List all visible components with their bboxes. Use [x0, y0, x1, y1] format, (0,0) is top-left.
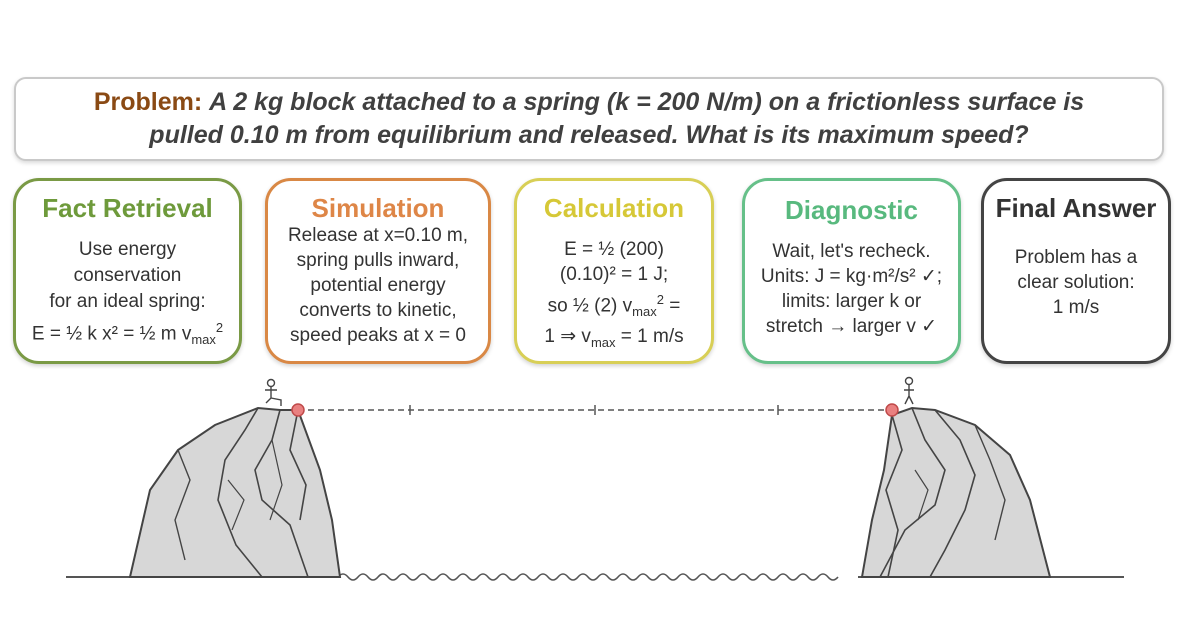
- left-endpoint-marker: [291, 403, 305, 417]
- fact-retrieval-title: Fact Retrieval: [42, 193, 213, 223]
- cliff-bridge-illustration: [66, 376, 1124, 581]
- fact-line: conservation: [73, 265, 182, 286]
- person-balancing-icon: [265, 378, 282, 406]
- final-line: clear solution:: [1017, 272, 1135, 293]
- person-standing-icon: [904, 376, 914, 405]
- diag-line: Units: J = kg·m²/s² ✓;: [760, 266, 943, 287]
- diagnostic-body: Wait, let's recheck. Units: J = kg·m²/s²…: [761, 239, 942, 339]
- sim-line: spring pulls inward,: [296, 250, 460, 271]
- fact-line: Use energy: [78, 239, 177, 260]
- fact-formula-sup: 2: [215, 320, 224, 335]
- sim-line: converts to kinetic,: [299, 300, 457, 321]
- problem-text: A 2 kg block attached to a spring (k = 2…: [149, 88, 1085, 149]
- diagnostic-card: Diagnostic Wait, let's recheck. Units: J…: [742, 178, 961, 364]
- diagnostic-title: Diagnostic: [785, 195, 918, 225]
- fact-formula-sub: max: [191, 332, 216, 348]
- diag-line: stretch → larger v ✓: [765, 316, 938, 337]
- final-answer-title: Final Answer: [995, 193, 1157, 223]
- final-answer-card: Final Answer Problem has a clear solutio…: [981, 178, 1171, 364]
- calc-text: 1 ⇒ v: [544, 326, 591, 348]
- fact-formula: E = ½ k x² = ½ m vmax2: [32, 315, 223, 353]
- calc-sub: max: [632, 304, 657, 320]
- left-cliff: [128, 406, 342, 578]
- problem-label: Problem:: [93, 88, 203, 116]
- problem-statement-box: Problem: A 2 kg block attached to a spri…: [14, 77, 1164, 161]
- sim-line: speed peaks at x = 0: [290, 325, 466, 346]
- fact-formula-text: E = ½ k x² = ½ m v: [31, 323, 192, 345]
- calc-text: =: [663, 295, 681, 317]
- right-cliff: [860, 406, 1052, 578]
- calc-line: E = ½ (200): [564, 239, 664, 260]
- calc-text: = 1 m/s: [615, 326, 684, 348]
- sim-line: potential energy: [310, 275, 446, 296]
- fact-retrieval-card: Fact Retrieval Use energy conservation f…: [13, 178, 242, 364]
- simulation-card: Simulation Release at x=0.10 m, spring p…: [265, 178, 491, 364]
- calc-text: so ½ (2) v: [547, 295, 633, 317]
- diag-line: limits: larger k or: [781, 291, 922, 312]
- calculation-body: E = ½ (200) (0.10)² = 1 J; so ½ (2) vmax…: [544, 237, 683, 355]
- calculation-title: Calculation: [543, 193, 685, 223]
- diag-line: Wait, let's recheck.: [772, 241, 931, 262]
- calc-line: 1 ⇒ vmax = 1 m/s: [544, 324, 683, 355]
- final-line: Problem has a: [1014, 247, 1138, 268]
- water-waves: [337, 573, 839, 581]
- final-line: 1 m/s: [1052, 297, 1100, 318]
- calc-line: (0.10)² = 1 J;: [559, 264, 669, 285]
- fact-line: for an ideal spring:: [49, 291, 206, 312]
- calculation-card: Calculation E = ½ (200) (0.10)² = 1 J; s…: [514, 178, 714, 364]
- calc-line: so ½ (2) vmax2 =: [544, 287, 683, 324]
- calc-sup: 2: [656, 292, 664, 307]
- calc-sub: max: [590, 334, 616, 350]
- final-answer-body: Problem has a clear solution: 1 m/s: [1015, 245, 1138, 320]
- fact-retrieval-body: Use energy conservation for an ideal spr…: [32, 237, 223, 353]
- sim-line: Release at x=0.10 m,: [287, 225, 469, 246]
- right-endpoint-marker: [885, 403, 899, 417]
- simulation-title: Simulation: [311, 193, 445, 223]
- simulation-body: Release at x=0.10 m, spring pulls inward…: [288, 223, 468, 348]
